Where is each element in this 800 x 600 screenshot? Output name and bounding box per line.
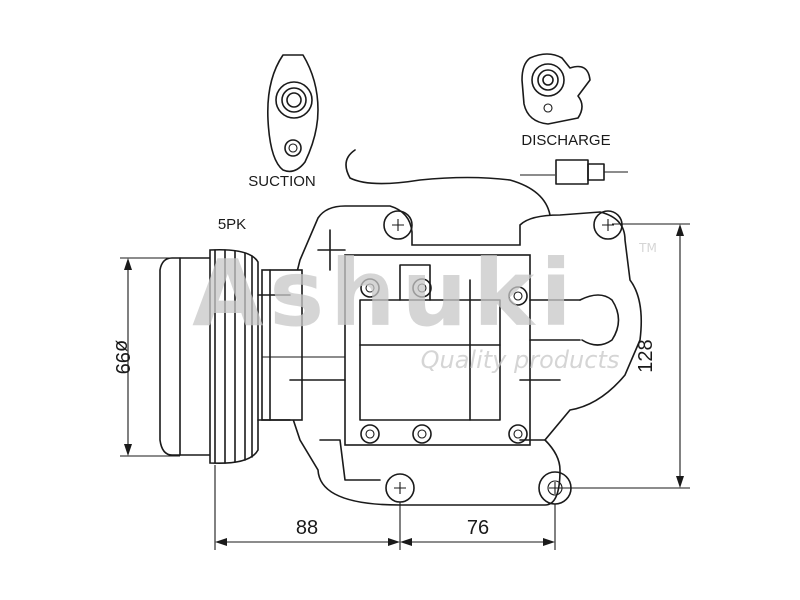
dimension-height <box>560 223 690 489</box>
pulley-diameter-label: ø99 <box>111 340 133 374</box>
height-label: 128 <box>635 339 657 372</box>
watermark-slogan: Quality products <box>421 346 620 374</box>
brand-watermark: Ashuki Quality products TM <box>192 240 657 374</box>
pulley-type-label: 5PK <box>218 216 246 233</box>
bolt-bottom-mid <box>412 424 432 444</box>
pulley <box>159 248 345 465</box>
dimension-pulley-diameter <box>120 257 180 457</box>
watermark-brand: Ashuki <box>192 240 578 347</box>
offset-left-label: 88 <box>296 517 318 539</box>
offset-right-label: 76 <box>467 517 489 539</box>
bolt-top-left <box>360 278 380 298</box>
dimension-bottom <box>214 465 556 550</box>
suction-label: SUCTION <box>248 173 316 190</box>
bolt-top-right <box>508 286 528 306</box>
watermark-trademark: TM <box>638 241 657 255</box>
discharge-label: DISCHARGE <box>521 132 610 149</box>
bolt-top-mid <box>412 278 432 298</box>
bolt-bottom-right <box>508 424 528 444</box>
discharge-fitting <box>521 53 591 125</box>
mounting-bolts <box>360 278 528 444</box>
suction-fitting <box>266 54 319 173</box>
bolt-bottom-left <box>360 424 380 444</box>
